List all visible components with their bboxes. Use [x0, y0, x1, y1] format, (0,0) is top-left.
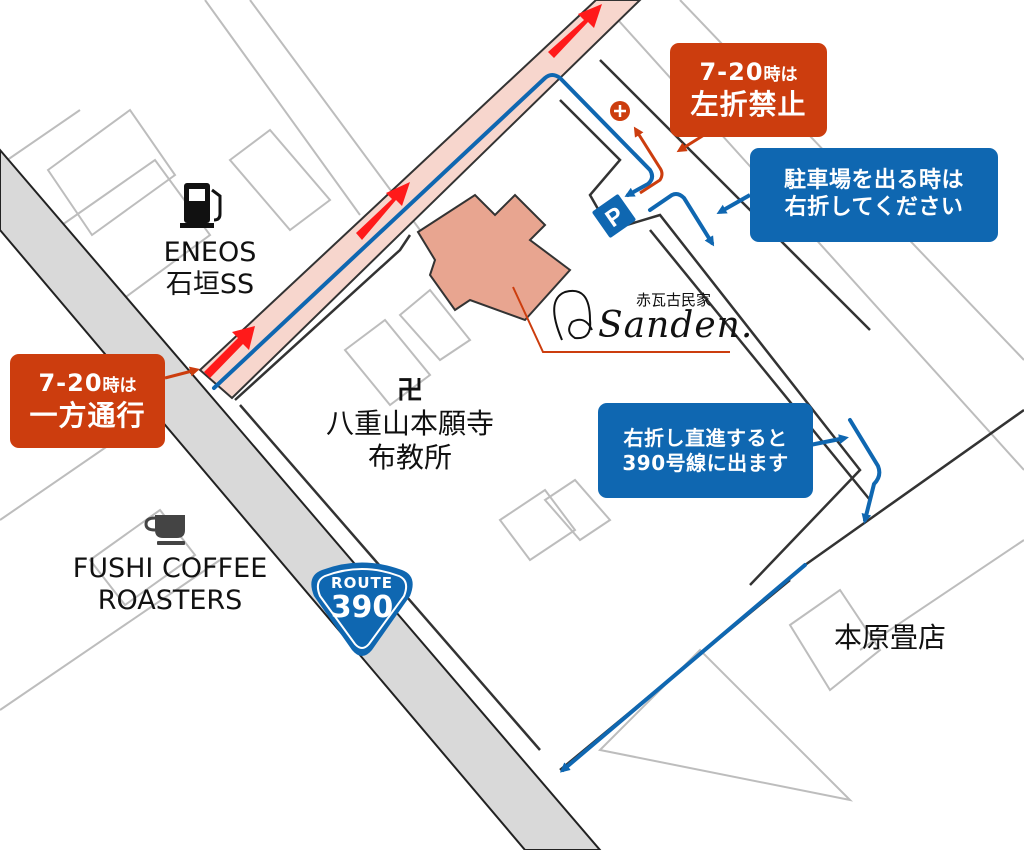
blue-callout-pointers [716, 193, 849, 447]
temple-subname: 布教所 [367, 440, 452, 474]
one-way-arrows [204, 4, 602, 378]
route-390-shield: ROUTE 390 [306, 562, 418, 662]
temple-name: 八重山本願寺 [325, 407, 494, 441]
callout-to-route-390-line1: 右折し直進すると [623, 426, 788, 451]
callout-no-left-turn-suffix: 時は [763, 65, 798, 86]
sanden-name-en: Sanden. [598, 305, 754, 346]
callout-one-way-line1: 7-20時は [38, 369, 136, 398]
sanden-logo [553, 289, 593, 341]
callout-to-route-390: 右折し直進すると 390号線に出ます [598, 403, 813, 498]
callout-one-way-hours: 7-20 [38, 369, 103, 398]
callout-exit-right-line1: 駐車場を出る時は [783, 168, 964, 194]
temple-label: 卍 八重山本願寺 布教所 [300, 376, 520, 474]
callout-no-left-turn-line1: 7-20時は [699, 58, 797, 87]
route-390-shield-icon [311, 562, 413, 656]
route-shield-number: 390 [330, 590, 394, 625]
route-shield-top-text: ROUTE [331, 574, 393, 592]
blue-route [212, 73, 882, 773]
coffee-name-line1: FUSHI COFFEE [72, 553, 268, 584]
no-entry-icon [610, 101, 630, 121]
callout-to-route-390-line2: 390号線に出ます [622, 450, 789, 475]
callout-exit-right-line2: 右折してください [784, 195, 964, 220]
sanden-building [416, 193, 572, 322]
fuel-pump-icon [180, 183, 222, 228]
callout-no-left-turn-line2: 左折禁止 [690, 87, 807, 121]
callout-no-left-turn: 7-20時は 左折禁止 [670, 43, 827, 137]
manji-icon: 卍 [396, 376, 423, 406]
callout-no-left-turn-hours: 7-20 [699, 58, 764, 87]
tatami-name: 本原畳店 [833, 621, 946, 654]
tatami-label: 本原畳店 [815, 621, 965, 655]
sanden-name-jp: 赤瓦古民家 [636, 291, 712, 309]
coffee-name-line2: ROASTERS [97, 585, 243, 617]
parking-icon: P [592, 194, 636, 238]
callout-one-way: 7-20時は 一方通行 [10, 354, 165, 448]
eneos-name: ENEOS [163, 237, 257, 268]
eneos-branch: 石垣SS [165, 269, 255, 301]
callout-one-way-line2: 一方通行 [29, 398, 146, 432]
eneos-label: ENEOS 石垣SS [145, 237, 275, 302]
callout-exit-right: 駐車場を出る時は 右折してください [750, 148, 998, 242]
callout-one-way-suffix: 時は [102, 376, 137, 397]
coffee-cup-icon [144, 515, 185, 545]
route-390-road [0, 148, 602, 850]
building-leader-line [512, 286, 730, 353]
coffee-label: FUSHI COFFEE ROASTERS [40, 553, 300, 618]
